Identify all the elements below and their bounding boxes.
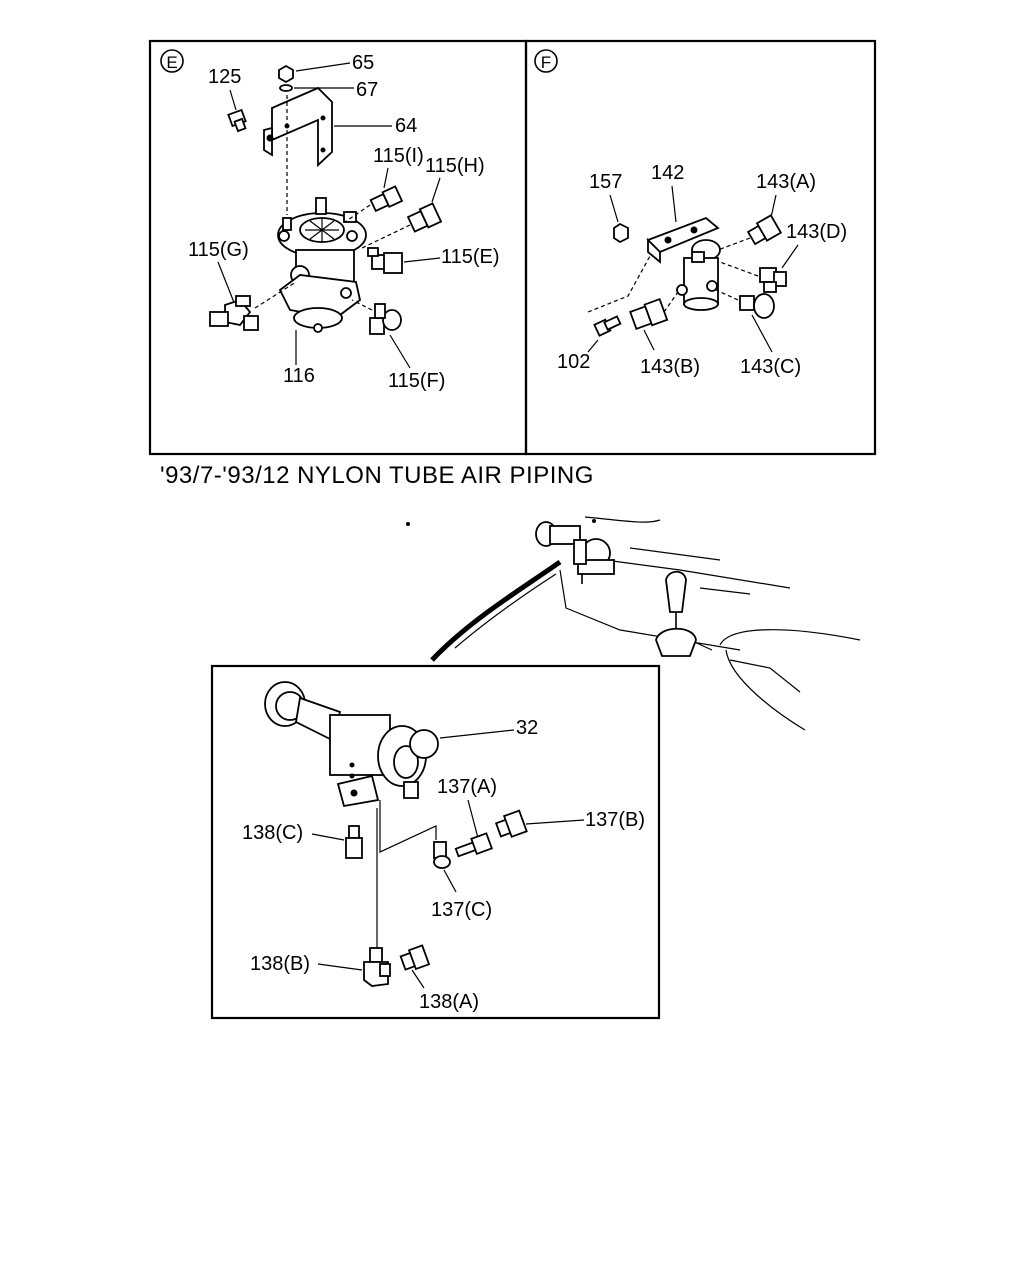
label-143-a: 143(A) — [756, 171, 816, 193]
gear-shift-lever — [655, 570, 697, 657]
detail-frame — [210, 664, 661, 1020]
panel-f-marker: F — [541, 53, 551, 72]
fitting-115-e — [367, 247, 403, 274]
panel-f-marker-circle — [534, 49, 558, 73]
pointer-tube — [430, 559, 562, 662]
detail-box: 32 137(A) 137(B) 137(C) 138(C) 138(B) — [210, 664, 661, 1020]
fitting-143-b — [629, 297, 669, 331]
label-138-b: 138(B) — [250, 953, 310, 975]
hand-valve-32 — [264, 681, 439, 808]
label-142: 142 — [651, 162, 684, 184]
label-65: 65 — [352, 52, 374, 74]
fitting-143-c — [739, 293, 775, 319]
cab-valve-mount — [535, 521, 615, 584]
label-137-a: 137(A) — [437, 776, 497, 798]
panel-e-marker-circle — [160, 49, 184, 73]
label-143-c: 143(C) — [740, 356, 801, 378]
relay-valve-116 — [277, 197, 367, 333]
label-115-h: 115(H) — [425, 155, 485, 177]
label-67: 67 — [356, 79, 378, 101]
fitting-137-b — [494, 809, 528, 838]
label-115-i: 115(I) — [373, 145, 424, 167]
bracket-64 — [263, 86, 333, 168]
label-115-g: 115(G) — [188, 239, 249, 261]
label-64: 64 — [395, 115, 417, 137]
cab-interior-context — [406, 516, 861, 731]
valve-body-142 — [676, 239, 721, 311]
label-143-d: 143(D) — [786, 221, 847, 243]
diagram-caption: '93/7-'93/12 NYLON TUBE AIR PIPING — [160, 462, 594, 489]
label-102: 102 — [557, 351, 590, 373]
fitting-115-f — [369, 303, 402, 335]
label-115-e: 115(E) — [441, 246, 500, 268]
fitting-137-c — [433, 841, 451, 869]
panel-e-marker: E — [166, 53, 177, 72]
fitting-115-i — [369, 185, 404, 213]
bolt-125 — [227, 108, 247, 133]
label-116: 116 — [283, 365, 315, 387]
label-157: 157 — [589, 171, 622, 193]
panel-f: F 157 142 143(A) 143(D) — [524, 39, 877, 456]
fitting-143-d — [759, 267, 787, 293]
fitting-115-g — [209, 295, 259, 331]
fitting-115-h — [406, 202, 443, 233]
label-138-c: 138(C) — [242, 822, 303, 844]
nut-157 — [613, 222, 629, 244]
label-125: 125 — [208, 66, 241, 88]
fitting-137-a — [454, 832, 493, 858]
washer-67 — [279, 84, 293, 92]
bracket-142 — [646, 216, 720, 264]
panel-e: E 65 67 125 64 — [148, 39, 528, 456]
fitting-138-c — [345, 825, 363, 859]
fitting-143-a — [746, 214, 783, 246]
label-138-a: 138(A) — [419, 991, 479, 1013]
panel-f-frame — [524, 39, 877, 456]
fitting-138-b — [363, 947, 391, 987]
fitting-138-a — [399, 944, 431, 971]
bolt-102 — [593, 315, 622, 337]
label-137-b: 137(B) — [585, 809, 645, 831]
label-115-f: 115(F) — [388, 370, 445, 392]
label-143-b: 143(B) — [640, 356, 700, 378]
label-137-c: 137(C) — [431, 899, 492, 921]
label-32: 32 — [516, 717, 538, 739]
nut-65 — [278, 64, 294, 84]
